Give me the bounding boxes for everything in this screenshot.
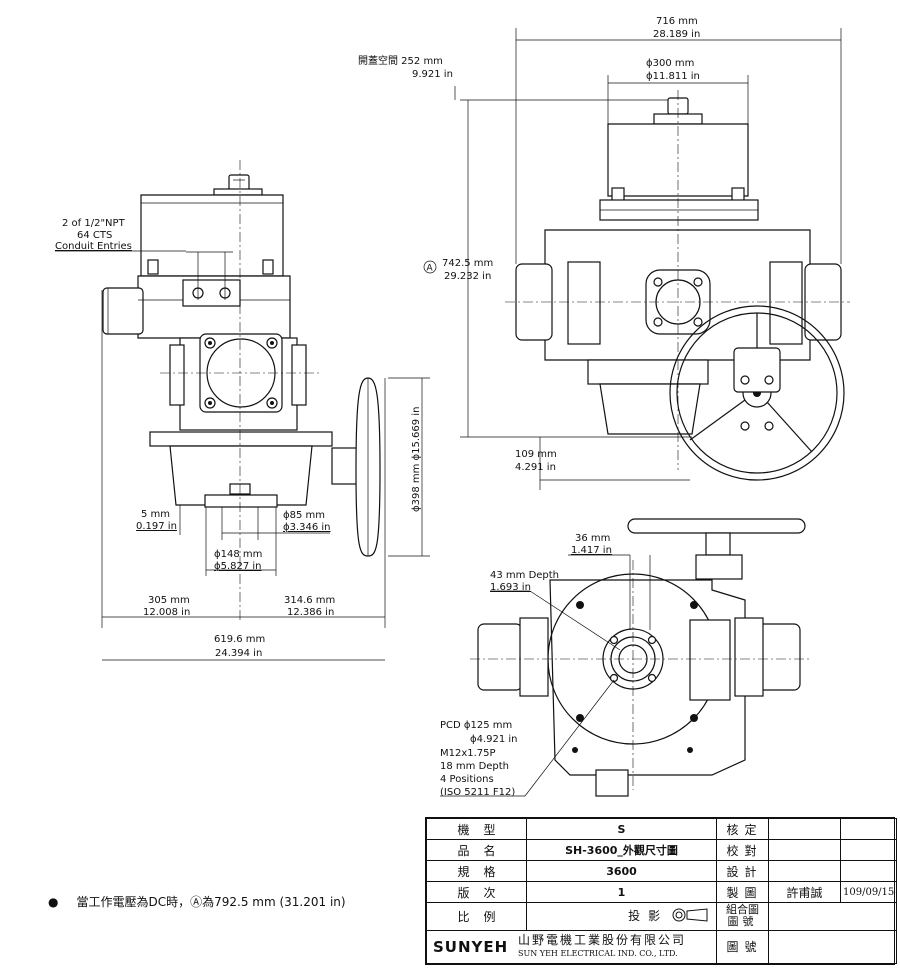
dim-36: 36 mm [575,533,610,544]
label-name: 品名 [426,839,527,862]
dim-742: 742.5 mm [442,258,493,269]
dim-716: 716 mm [656,16,698,27]
third-angle-projection-icon [672,908,710,925]
date-drawn: 109/09/15 [840,881,897,904]
label-projection: 投影 [628,909,669,924]
value-spec: 3600 [526,860,717,883]
pcd-label: 4 Positions [440,774,494,785]
value-drawn: 許甫誠 [768,881,841,904]
depth-43: 43 mm Depth [490,570,559,581]
pcd-label: ϕ4.921 in [470,734,518,745]
value-design [768,860,841,883]
side-view [55,160,430,661]
cover-space: 9.921 in [412,69,453,80]
dimension-labels: 2 of 1/2"NPT 64 CTS Conduit Entries 5 mm… [55,16,700,798]
dim-619: 24.394 in [215,648,262,659]
dim-300: ϕ11.811 in [646,71,700,82]
pcd-label: (ISO 5211 F12) [440,787,515,798]
cover-space: 開蓋空間 252 mm [358,54,443,67]
projection-cell: 投影 [526,902,717,931]
dim-109: 109 mm [515,449,557,460]
sunyeh-logo: SUNYEH [433,937,509,956]
conduit-label: Conduit Entries [55,241,132,252]
dim-305: 305 mm [148,595,190,606]
dim-148: ϕ5.827 in [214,561,262,572]
value-name: SH-3600_外觀尺寸圖 [526,839,717,862]
pcd-label: 18 mm Depth [440,761,509,772]
label-revision: 版次 [426,881,527,904]
dim-398: ϕ398 mm ϕ15.669 in [411,407,422,512]
dim-85: ϕ3.346 in [283,522,331,533]
value-revision: 1 [526,881,717,904]
dim-109: 4.291 in [515,462,556,473]
company-name-en: SUN YEH ELECTRICAL IND. CO., LTD. [518,948,678,958]
dim-305: 12.008 in [143,607,190,618]
date-design [840,860,897,883]
label-assembly: 組合圖圖號 [716,902,769,931]
conduit-label: 2 of 1/2"NPT [62,218,126,229]
conduit-label: 64 CTS [77,230,112,241]
dc-note: ● 當工作電壓為DC時，Ⓐ為792.5 mm (31.201 in) [48,893,346,910]
depth-43: 1.693 in [490,582,531,593]
dim-716: 28.189 in [653,29,700,40]
label-design: 設計 [716,860,769,883]
company-cell: SUNYEH 山野電機工業股份有限公司 SUN YEH ELECTRICAL I… [426,929,717,965]
value-drawing-no [768,929,897,965]
company-name-zh: 山野電機工業股份有限公司 [518,932,687,947]
dim-300: ϕ300 mm [646,58,694,69]
bottom-view [440,518,810,797]
dim-742: 29.232 in [444,271,491,282]
dim-148: ϕ148 mm [214,549,262,560]
pcd-label: M12x1.75P [440,748,496,759]
front-view [454,28,850,490]
dim-5: 5 mm [141,509,170,520]
dim-314: 314.6 mm [284,595,335,606]
marker-a: A [427,264,434,274]
title-block: 機型 S 核定 品名 SH-3600_外觀尺寸圖 校對 規格 3600 設計 版… [425,817,897,965]
label-drawing-no: 圖號 [716,929,769,965]
pcd-label: PCD ϕ125 mm [440,720,512,731]
value-check [768,839,841,862]
dim-85: ϕ85 mm [283,510,325,521]
dim-314: 12.386 in [287,607,334,618]
value-model: S [526,817,717,841]
dc-note-text: 當工作電壓為DC時，Ⓐ為792.5 mm (31.201 in) [76,895,346,909]
label-scale: 比例 [426,902,527,931]
value-assembly [768,902,897,931]
dim-619: 619.6 mm [214,634,265,645]
label-check: 校對 [716,839,769,862]
dim-36: 1.417 in [571,545,612,556]
label-approve: 核定 [716,817,769,841]
dim-5: 0.197 in [136,521,177,532]
date-check [840,839,897,862]
marker-a-circle [423,260,437,274]
value-approve [768,817,841,841]
label-spec: 規格 [426,860,527,883]
date-approve [840,817,897,841]
label-drawn: 製圖 [716,881,769,904]
bullet-icon: ● [48,895,59,909]
label-model: 機型 [426,817,527,841]
